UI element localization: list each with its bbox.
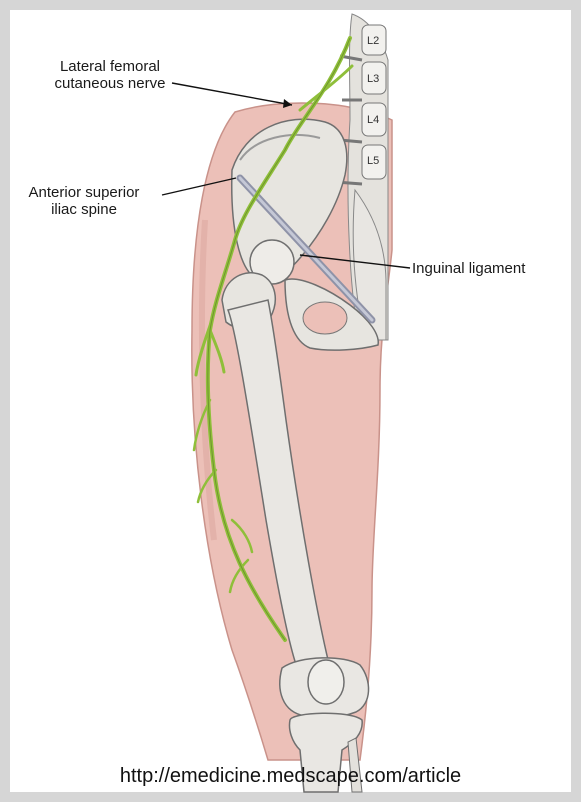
source-url-caption: http://emedicine.medscape.com/article <box>0 765 581 788</box>
vertebra-label-l3: L3 <box>367 73 379 85</box>
label-anterior-superior-iliac-spine: Anterior superior iliac spine <box>8 184 160 218</box>
patella <box>308 660 344 704</box>
vertebra-label-l4: L4 <box>367 114 379 126</box>
vertebra-label-l5: L5 <box>367 155 379 167</box>
label-inguinal-ligament: Inguinal ligament <box>412 260 525 277</box>
label-lateral-femoral-cutaneous-nerve: Lateral femoral cutaneous nerve <box>45 58 175 92</box>
label-asis-line2: iliac spine <box>8 201 160 218</box>
obturator-foramen <box>303 302 347 334</box>
label-asis-line1: Anterior superior <box>8 184 160 201</box>
vertebra-label-l2: L2 <box>367 35 379 47</box>
label-lfcn-line1: Lateral femoral <box>45 58 175 75</box>
label-lfcn-line2: cutaneous nerve <box>45 75 175 92</box>
